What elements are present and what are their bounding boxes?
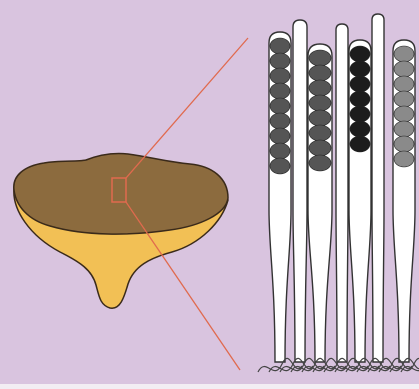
receptor-disc	[350, 91, 370, 107]
receptor-disc	[394, 46, 414, 62]
receptor-disc	[394, 91, 414, 107]
receptor-disc	[270, 83, 290, 99]
receptor-disc	[350, 76, 370, 92]
receptor-disc	[270, 113, 290, 129]
receptor-disc	[270, 158, 290, 174]
receptor-disc	[350, 61, 370, 77]
receptor-disc	[270, 98, 290, 114]
receptor-cell	[336, 24, 348, 362]
receptor-disc	[309, 80, 331, 96]
receptor-cell	[372, 14, 384, 362]
receptor-disc	[350, 121, 370, 137]
receptor-disc	[270, 143, 290, 159]
receptor-disc	[309, 65, 331, 81]
taste-bud-top	[14, 153, 228, 234]
receptor-disc	[350, 136, 370, 152]
receptor-cell	[293, 20, 307, 362]
receptor-disc	[309, 125, 331, 141]
receptor-disc	[309, 50, 331, 66]
receptor-disc	[350, 46, 370, 62]
receptor-disc	[270, 38, 290, 54]
receptor-disc	[350, 106, 370, 122]
receptor-disc	[394, 76, 414, 92]
receptor-disc	[394, 151, 414, 167]
receptor-disc	[394, 106, 414, 122]
receptor-disc	[270, 53, 290, 69]
receptor-disc	[309, 95, 331, 111]
receptor-disc	[309, 155, 331, 171]
receptor-disc	[394, 61, 414, 77]
receptor-disc	[309, 140, 331, 156]
receptor-disc	[270, 128, 290, 144]
receptor-disc	[309, 110, 331, 126]
receptor-disc	[270, 68, 290, 84]
receptor-disc	[394, 136, 414, 152]
receptor-disc	[394, 121, 414, 137]
